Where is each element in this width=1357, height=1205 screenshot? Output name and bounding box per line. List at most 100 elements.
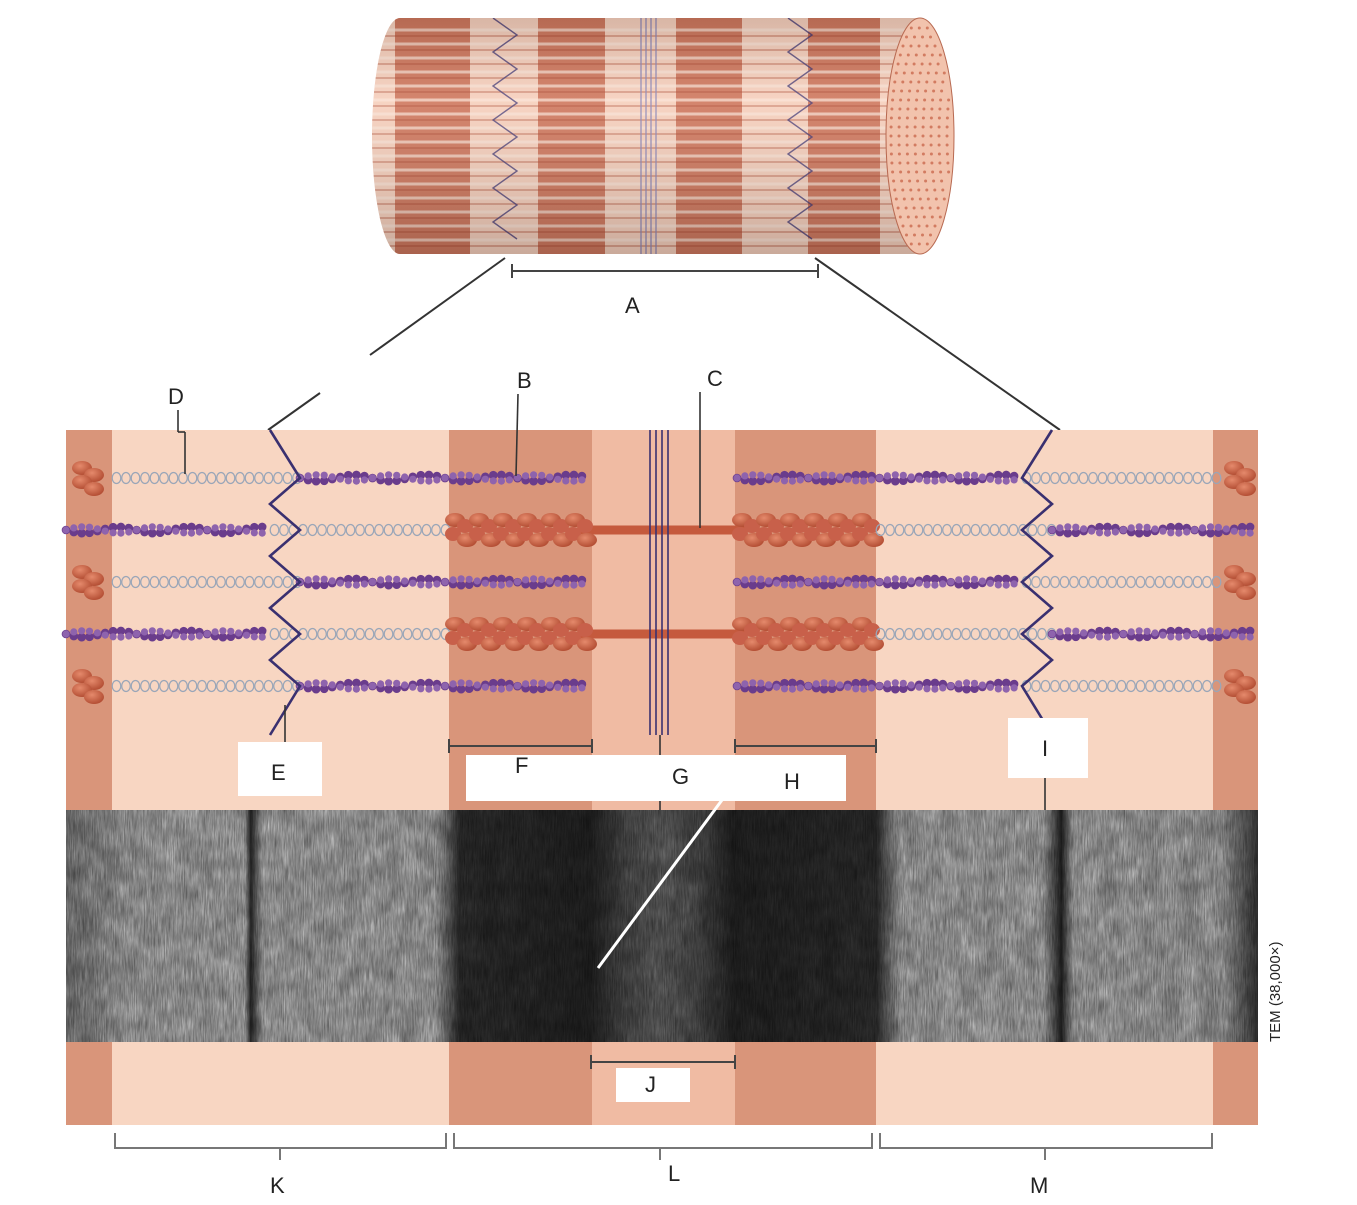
titin-coil	[1050, 679, 1060, 693]
cylinder-filament-dot	[910, 71, 914, 75]
actin-bead	[384, 684, 393, 694]
titin-coil	[273, 679, 283, 693]
actin-bead	[417, 581, 425, 589]
label-h: H	[784, 769, 800, 794]
titin-coil	[1037, 523, 1047, 537]
actin-bead	[757, 679, 765, 687]
cylinder-filament-dot	[921, 35, 924, 39]
label-box-i	[1008, 718, 1088, 778]
actin-bead	[108, 626, 118, 636]
actin-bead	[947, 682, 955, 690]
titin-coil	[307, 627, 318, 641]
actin-bead	[530, 679, 538, 687]
actin-filament	[1047, 522, 1255, 538]
actin-bead	[962, 684, 971, 694]
titin-coil	[159, 471, 169, 485]
myosin-head	[84, 482, 104, 496]
titin-coil	[1040, 679, 1051, 693]
titin-coil	[1027, 627, 1038, 641]
myosin-head	[529, 623, 545, 637]
cylinder-filament-dot	[931, 170, 935, 174]
actin-bead	[1230, 631, 1238, 639]
titin-coil	[269, 523, 280, 537]
actin-bead	[497, 581, 505, 589]
actin-bead	[780, 470, 789, 480]
myosin-end	[1224, 669, 1256, 704]
titin-coil	[263, 471, 274, 485]
actin-bead	[970, 471, 979, 479]
cylinder-filament-dot	[921, 233, 924, 237]
actin-bead	[1080, 525, 1088, 533]
actin-bead	[219, 523, 227, 531]
zoom-lines	[267, 257, 1061, 431]
titin-coil	[1078, 471, 1089, 485]
myosin-head	[840, 519, 856, 533]
actin-bead	[978, 681, 987, 689]
titin-coil	[431, 627, 441, 641]
actin-bead	[164, 525, 172, 533]
sarcomere-band	[876, 1042, 1213, 1125]
actin-bead	[748, 476, 758, 486]
actin-bead	[1166, 626, 1176, 636]
cylinder-filament-dot	[934, 197, 938, 201]
actin-bead	[852, 685, 860, 693]
actin-bead	[513, 474, 522, 482]
cylinder-filament-dot	[937, 134, 941, 138]
actin-bead	[780, 581, 789, 589]
actin-bead	[360, 684, 368, 692]
actin-bead	[133, 630, 141, 638]
cylinder-filament-dot	[945, 152, 949, 156]
actin-bead	[133, 526, 141, 534]
actin-bead	[1238, 633, 1246, 641]
sarcomere-band	[592, 430, 735, 810]
actin-bead	[352, 581, 360, 589]
titin-coil	[206, 471, 217, 485]
actin-bead	[456, 684, 466, 694]
titin-coil	[168, 679, 179, 693]
titin-coil	[197, 471, 207, 485]
cylinder-filament-dot	[930, 215, 934, 219]
titin-coil	[1126, 679, 1136, 693]
actin-bead	[537, 580, 546, 589]
cylinder-filament-dot	[917, 80, 921, 84]
actin-bead	[899, 476, 908, 486]
titin-coil	[254, 679, 264, 693]
titin-coil	[904, 523, 914, 537]
cylinder-filament-dot	[899, 170, 903, 174]
actin-bead	[562, 685, 570, 693]
actin-bead	[172, 527, 180, 535]
titin-coil	[1107, 575, 1117, 589]
actin-bead	[416, 470, 426, 480]
actin-bead	[393, 471, 401, 479]
cylinder-filament-dot	[889, 125, 893, 129]
cylinder-filament-dot	[890, 161, 894, 165]
titin-coil	[1192, 679, 1203, 693]
cylinder-filament-dot	[915, 170, 919, 174]
titin-coil	[980, 523, 990, 537]
cylinder-filament-dot	[922, 215, 926, 219]
titin-coil	[187, 679, 198, 693]
actin-bead	[1159, 631, 1167, 639]
actin-bead	[796, 476, 804, 484]
actin-bead	[827, 476, 837, 486]
titin-filament	[1021, 679, 1222, 693]
actin-bead	[352, 678, 361, 688]
actin-bead	[392, 476, 402, 486]
actin-bead	[891, 476, 900, 486]
actin-bead	[464, 684, 474, 693]
actin-bead	[148, 627, 156, 635]
cylinder-filament-dot	[926, 197, 930, 201]
titin-coil	[1173, 679, 1184, 693]
cylinder-filament-dot	[931, 98, 935, 102]
titin-coil	[1059, 471, 1070, 485]
actin-bead	[562, 477, 570, 485]
actin-bead	[250, 522, 259, 532]
actin-bead	[994, 685, 1002, 693]
myosin-end	[72, 565, 104, 600]
titin-coil	[1078, 575, 1089, 589]
actin-bead	[1002, 477, 1010, 485]
bracket-l	[453, 1133, 873, 1160]
actin-bead	[522, 576, 530, 584]
titin-coil	[1164, 679, 1174, 693]
titin-coil	[1211, 471, 1222, 485]
